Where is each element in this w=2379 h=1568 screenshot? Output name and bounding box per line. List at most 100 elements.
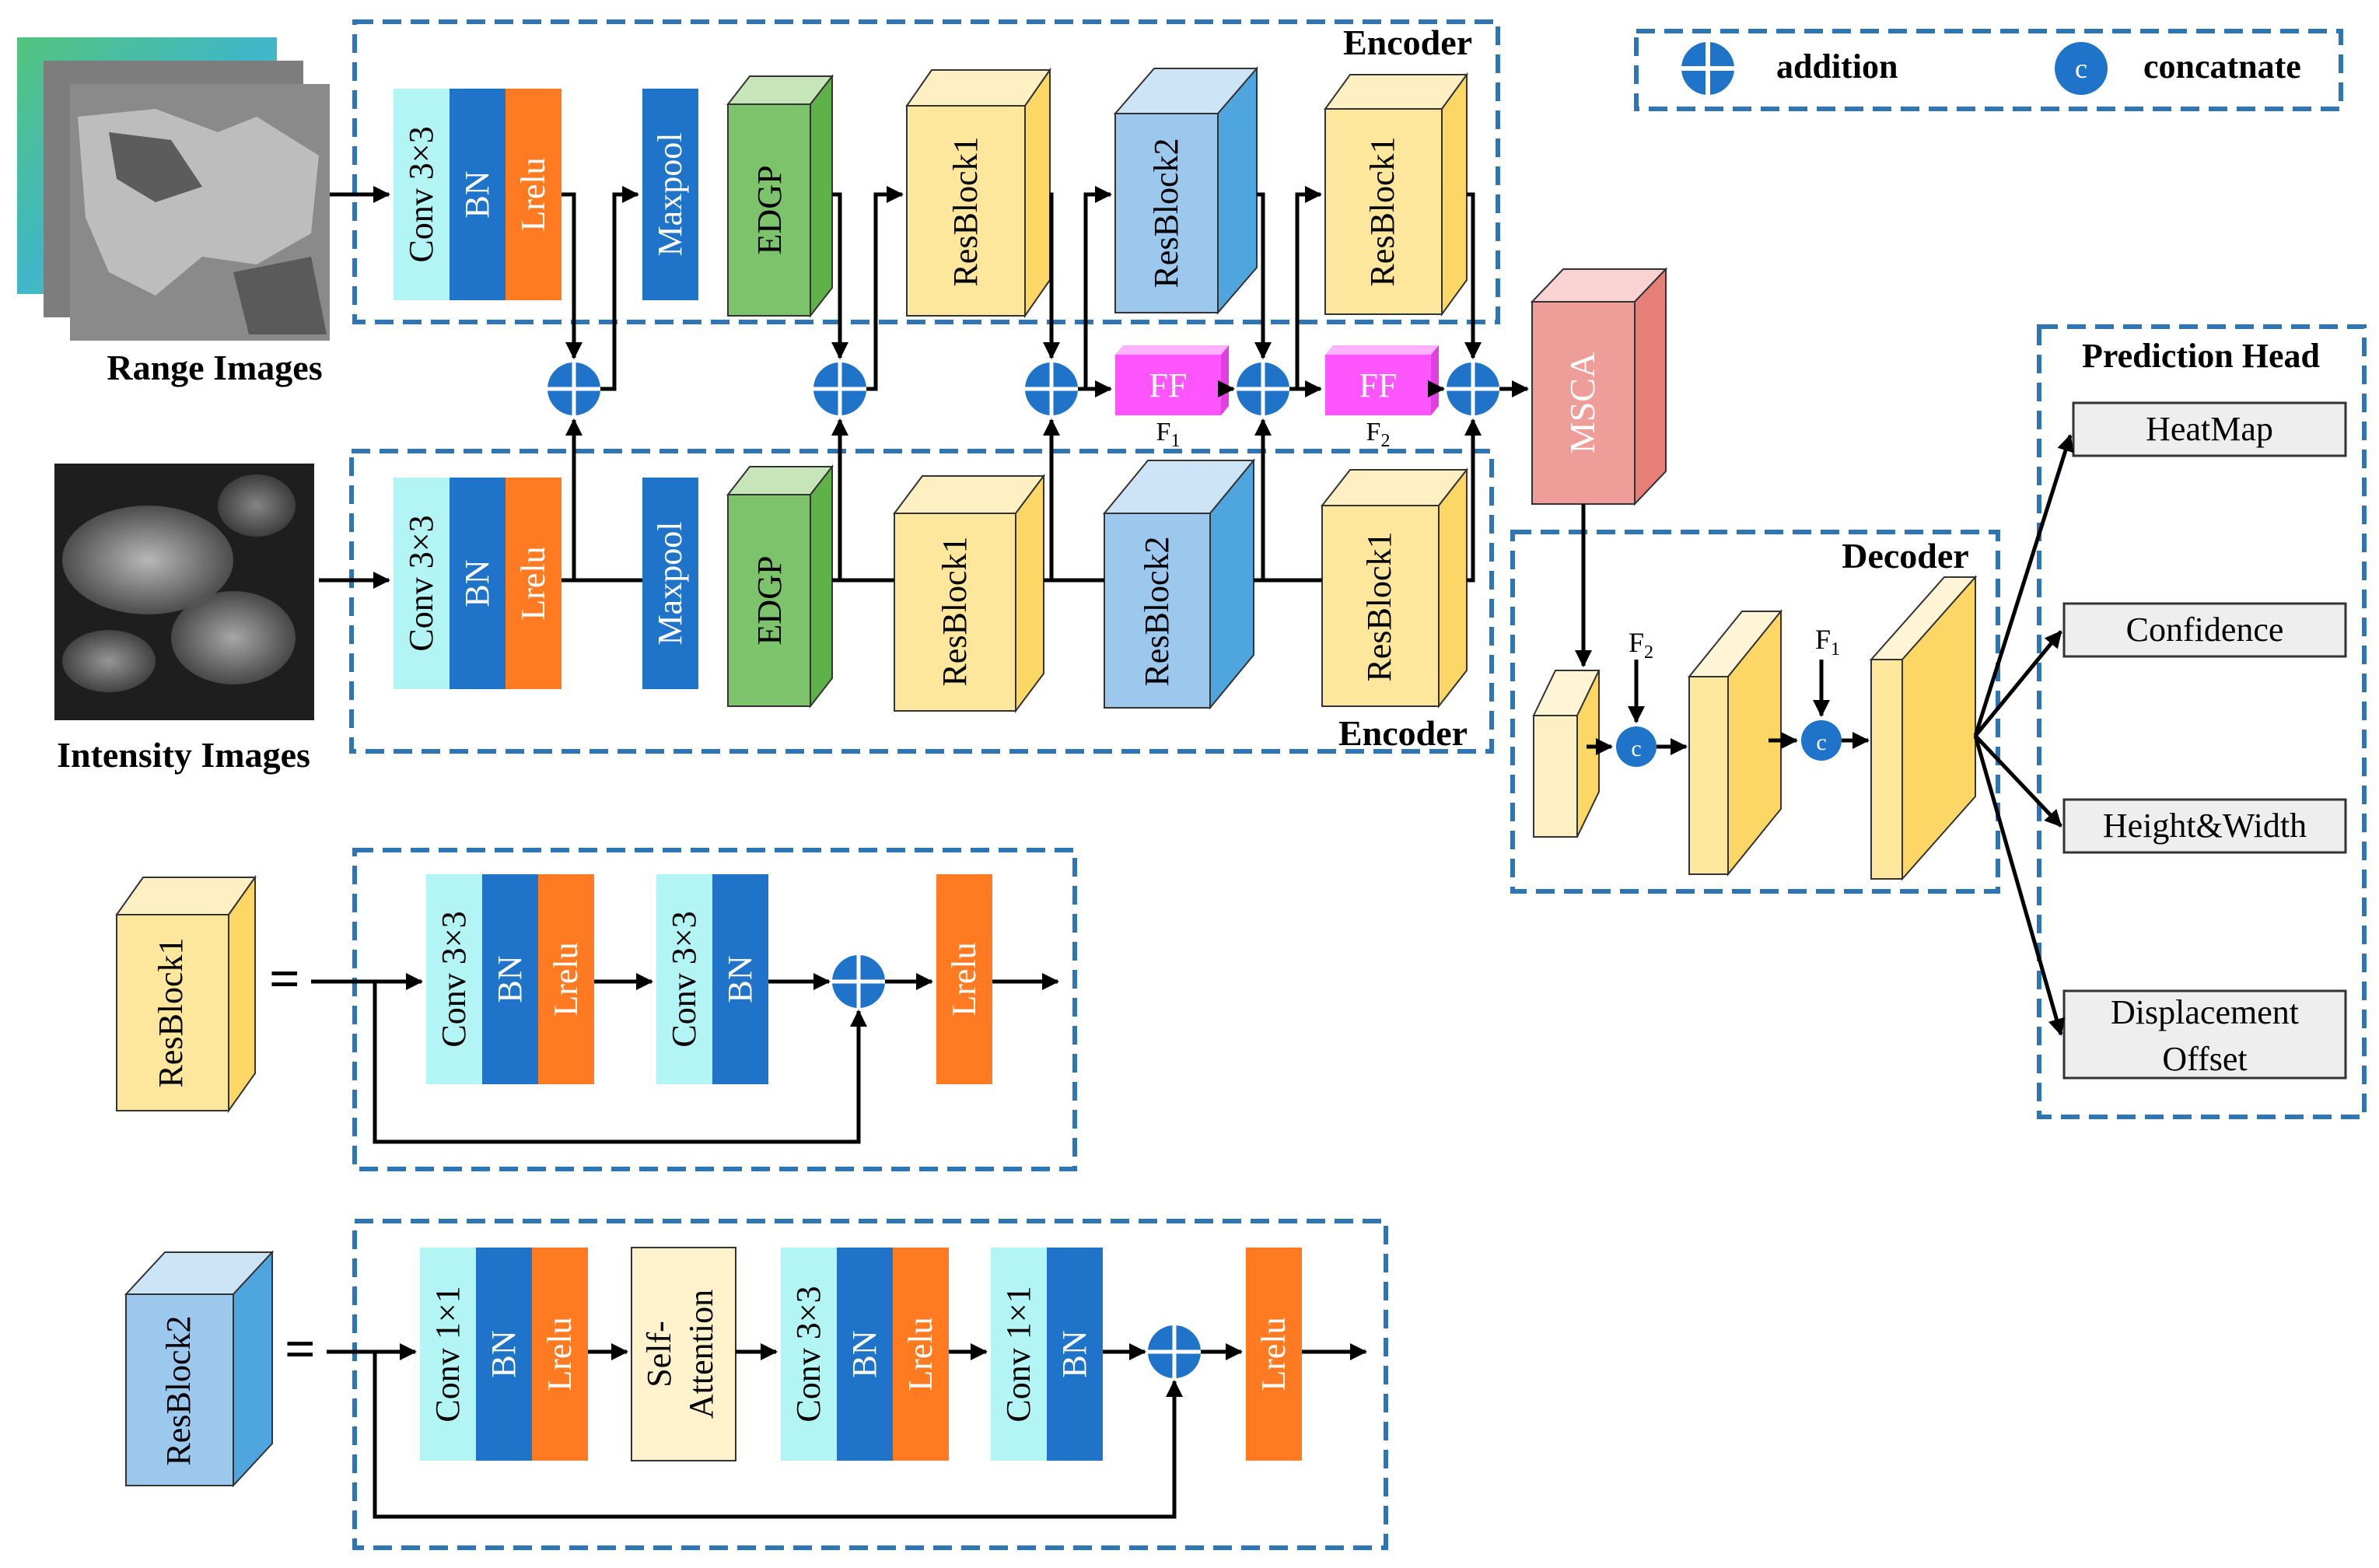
legend-concat-symbol: c xyxy=(2075,53,2087,84)
add-node-1 xyxy=(548,362,600,415)
legend-concat-label: concatnate xyxy=(2143,47,2301,86)
lrelu-layer xyxy=(893,1248,949,1461)
bn-layer xyxy=(837,1248,893,1461)
add-node-3 xyxy=(1025,362,1078,415)
conv-layer xyxy=(991,1248,1047,1461)
ff2-label: FF xyxy=(1359,366,1398,404)
concat-node-1: c xyxy=(1616,726,1657,767)
decoder: c c F2 F1 xyxy=(1532,575,1978,881)
lrelu-layer xyxy=(538,874,594,1084)
msca-block: MSCA xyxy=(1530,267,1668,506)
height-width-box xyxy=(2062,798,2347,854)
encoder-top-title: Encoder xyxy=(1343,23,1472,62)
dashed-frames xyxy=(349,19,2367,1550)
maxpool-label: Maxpool xyxy=(651,522,689,646)
bn-label: BN xyxy=(458,170,496,218)
ff2-block: FF xyxy=(1325,345,1439,415)
bn-layer xyxy=(450,89,506,300)
legend: addition c concatnate xyxy=(1681,42,2301,95)
self-attention-label-2: Attention xyxy=(682,1290,720,1419)
bn-label: BN xyxy=(491,955,529,1003)
bn-layer xyxy=(712,874,768,1084)
lrelu-label: Lrelu xyxy=(901,1317,939,1391)
displacement-offset-box xyxy=(2062,989,2347,1080)
decoder-frame xyxy=(1510,530,2000,894)
lrelu-layer xyxy=(1246,1248,1302,1461)
resblock1-a-label: ResBlock1 xyxy=(946,136,985,286)
resblock2-block: ResBlock2 xyxy=(1102,458,1256,710)
encoder-top: Conv 3×3 BN Lrelu Maxpool EDGP ResBlock1… xyxy=(394,66,1468,319)
heatmap-label: HeatMap xyxy=(2146,410,2273,448)
self-attention-label-1: Self- xyxy=(640,1321,678,1388)
resblock1-b-block: ResBlock1 xyxy=(1324,72,1468,317)
maxpool-layer xyxy=(642,478,698,689)
conv-label: Conv 3×3 xyxy=(665,911,703,1047)
prediction-head: HeatMap Confidence Height&Width Displace… xyxy=(1973,401,2347,1080)
resblock1-b-label: ResBlock1 xyxy=(1363,136,1401,286)
prediction-head-frame xyxy=(2037,324,2367,1119)
encoder-connections xyxy=(319,186,1592,667)
conv-layer xyxy=(781,1248,837,1461)
decoder-feature-3 xyxy=(1869,575,1978,881)
bn-label: BN xyxy=(458,559,496,607)
displacement-label: Displacement xyxy=(2111,993,2299,1031)
resblock1-b-label: ResBlock1 xyxy=(1360,531,1398,681)
edgp-label: EDGP xyxy=(750,556,789,646)
resblock2-label: ResBlock2 xyxy=(1147,138,1185,288)
bn-label: BN xyxy=(1055,1330,1093,1377)
bn-layer xyxy=(450,478,506,689)
legend-addition-label: addition xyxy=(1776,47,1898,86)
add-node-2 xyxy=(813,362,866,415)
bn-label: BN xyxy=(721,955,759,1003)
conv-layer xyxy=(426,874,482,1084)
lrelu-layer xyxy=(532,1248,588,1461)
ff1-block: FF xyxy=(1115,345,1229,415)
resblock1-a-label: ResBlock1 xyxy=(936,536,974,686)
conv-layer xyxy=(420,1248,476,1461)
lrelu-layer xyxy=(506,478,562,689)
edgp-block: EDGP xyxy=(726,74,834,318)
decoder-f2-label: F2 xyxy=(1629,627,1653,663)
resblock2-label: ResBlock2 xyxy=(1138,536,1176,686)
legend-addition-icon xyxy=(1681,42,1734,95)
bn-label: BN xyxy=(845,1330,883,1377)
offset-label: Offset xyxy=(2162,1040,2247,1078)
decoder-f1-label: F1 xyxy=(1815,624,1840,660)
add-node-4 xyxy=(1237,362,1289,415)
encoder-bottom: Conv 3×3 BN Lrelu Maxpool EDGP ResBlock1… xyxy=(394,458,1469,713)
intensity-image xyxy=(54,464,314,720)
decoder-title: Decoder xyxy=(1842,536,1968,576)
resblock2-block: ResBlock2 xyxy=(1113,66,1259,315)
concat-node-2-symbol: c xyxy=(1816,730,1826,755)
add-node-5 xyxy=(1447,362,1499,415)
resblock1-equals: = xyxy=(269,950,300,1010)
lrelu-label: Lrelu xyxy=(514,546,552,620)
resblock1-def-block: ResBlock1 xyxy=(115,874,257,1114)
add-node xyxy=(1148,1325,1201,1378)
conv-layer xyxy=(394,89,450,300)
lrelu-label: Lrelu xyxy=(945,942,983,1016)
decoder-feature-1 xyxy=(1532,670,1601,838)
edgp-label: EDGP xyxy=(750,166,789,255)
ff1-sub-label: F1 xyxy=(1156,418,1181,451)
resblock2-def-label: ResBlock2 xyxy=(159,1315,198,1465)
encoder-bottom-title: Encoder xyxy=(1338,713,1468,753)
bn-layer xyxy=(476,1248,532,1461)
intensity-images-label: Intensity Images xyxy=(57,735,310,775)
conv-label: Conv 1×1 xyxy=(429,1286,467,1422)
add-node xyxy=(832,955,885,1008)
range-images xyxy=(17,37,330,341)
lrelu-label: Lrelu xyxy=(1254,1317,1293,1391)
ff1-label: FF xyxy=(1149,366,1188,404)
maxpool-layer xyxy=(642,89,698,300)
conv-label: Conv 3×3 xyxy=(402,515,440,651)
confidence-label: Confidence xyxy=(2126,611,2284,649)
lrelu-label: Lrelu xyxy=(547,942,585,1016)
lrelu-layer xyxy=(506,89,562,300)
resblock1-b-block: ResBlock1 xyxy=(1320,467,1469,709)
conv-label: Conv 3×3 xyxy=(435,911,473,1047)
edgp-block: EDGP xyxy=(726,464,834,709)
conv-layer xyxy=(394,478,450,689)
range-images-label: Range Images xyxy=(107,348,322,387)
resblock1-def-label: ResBlock1 xyxy=(152,937,190,1087)
